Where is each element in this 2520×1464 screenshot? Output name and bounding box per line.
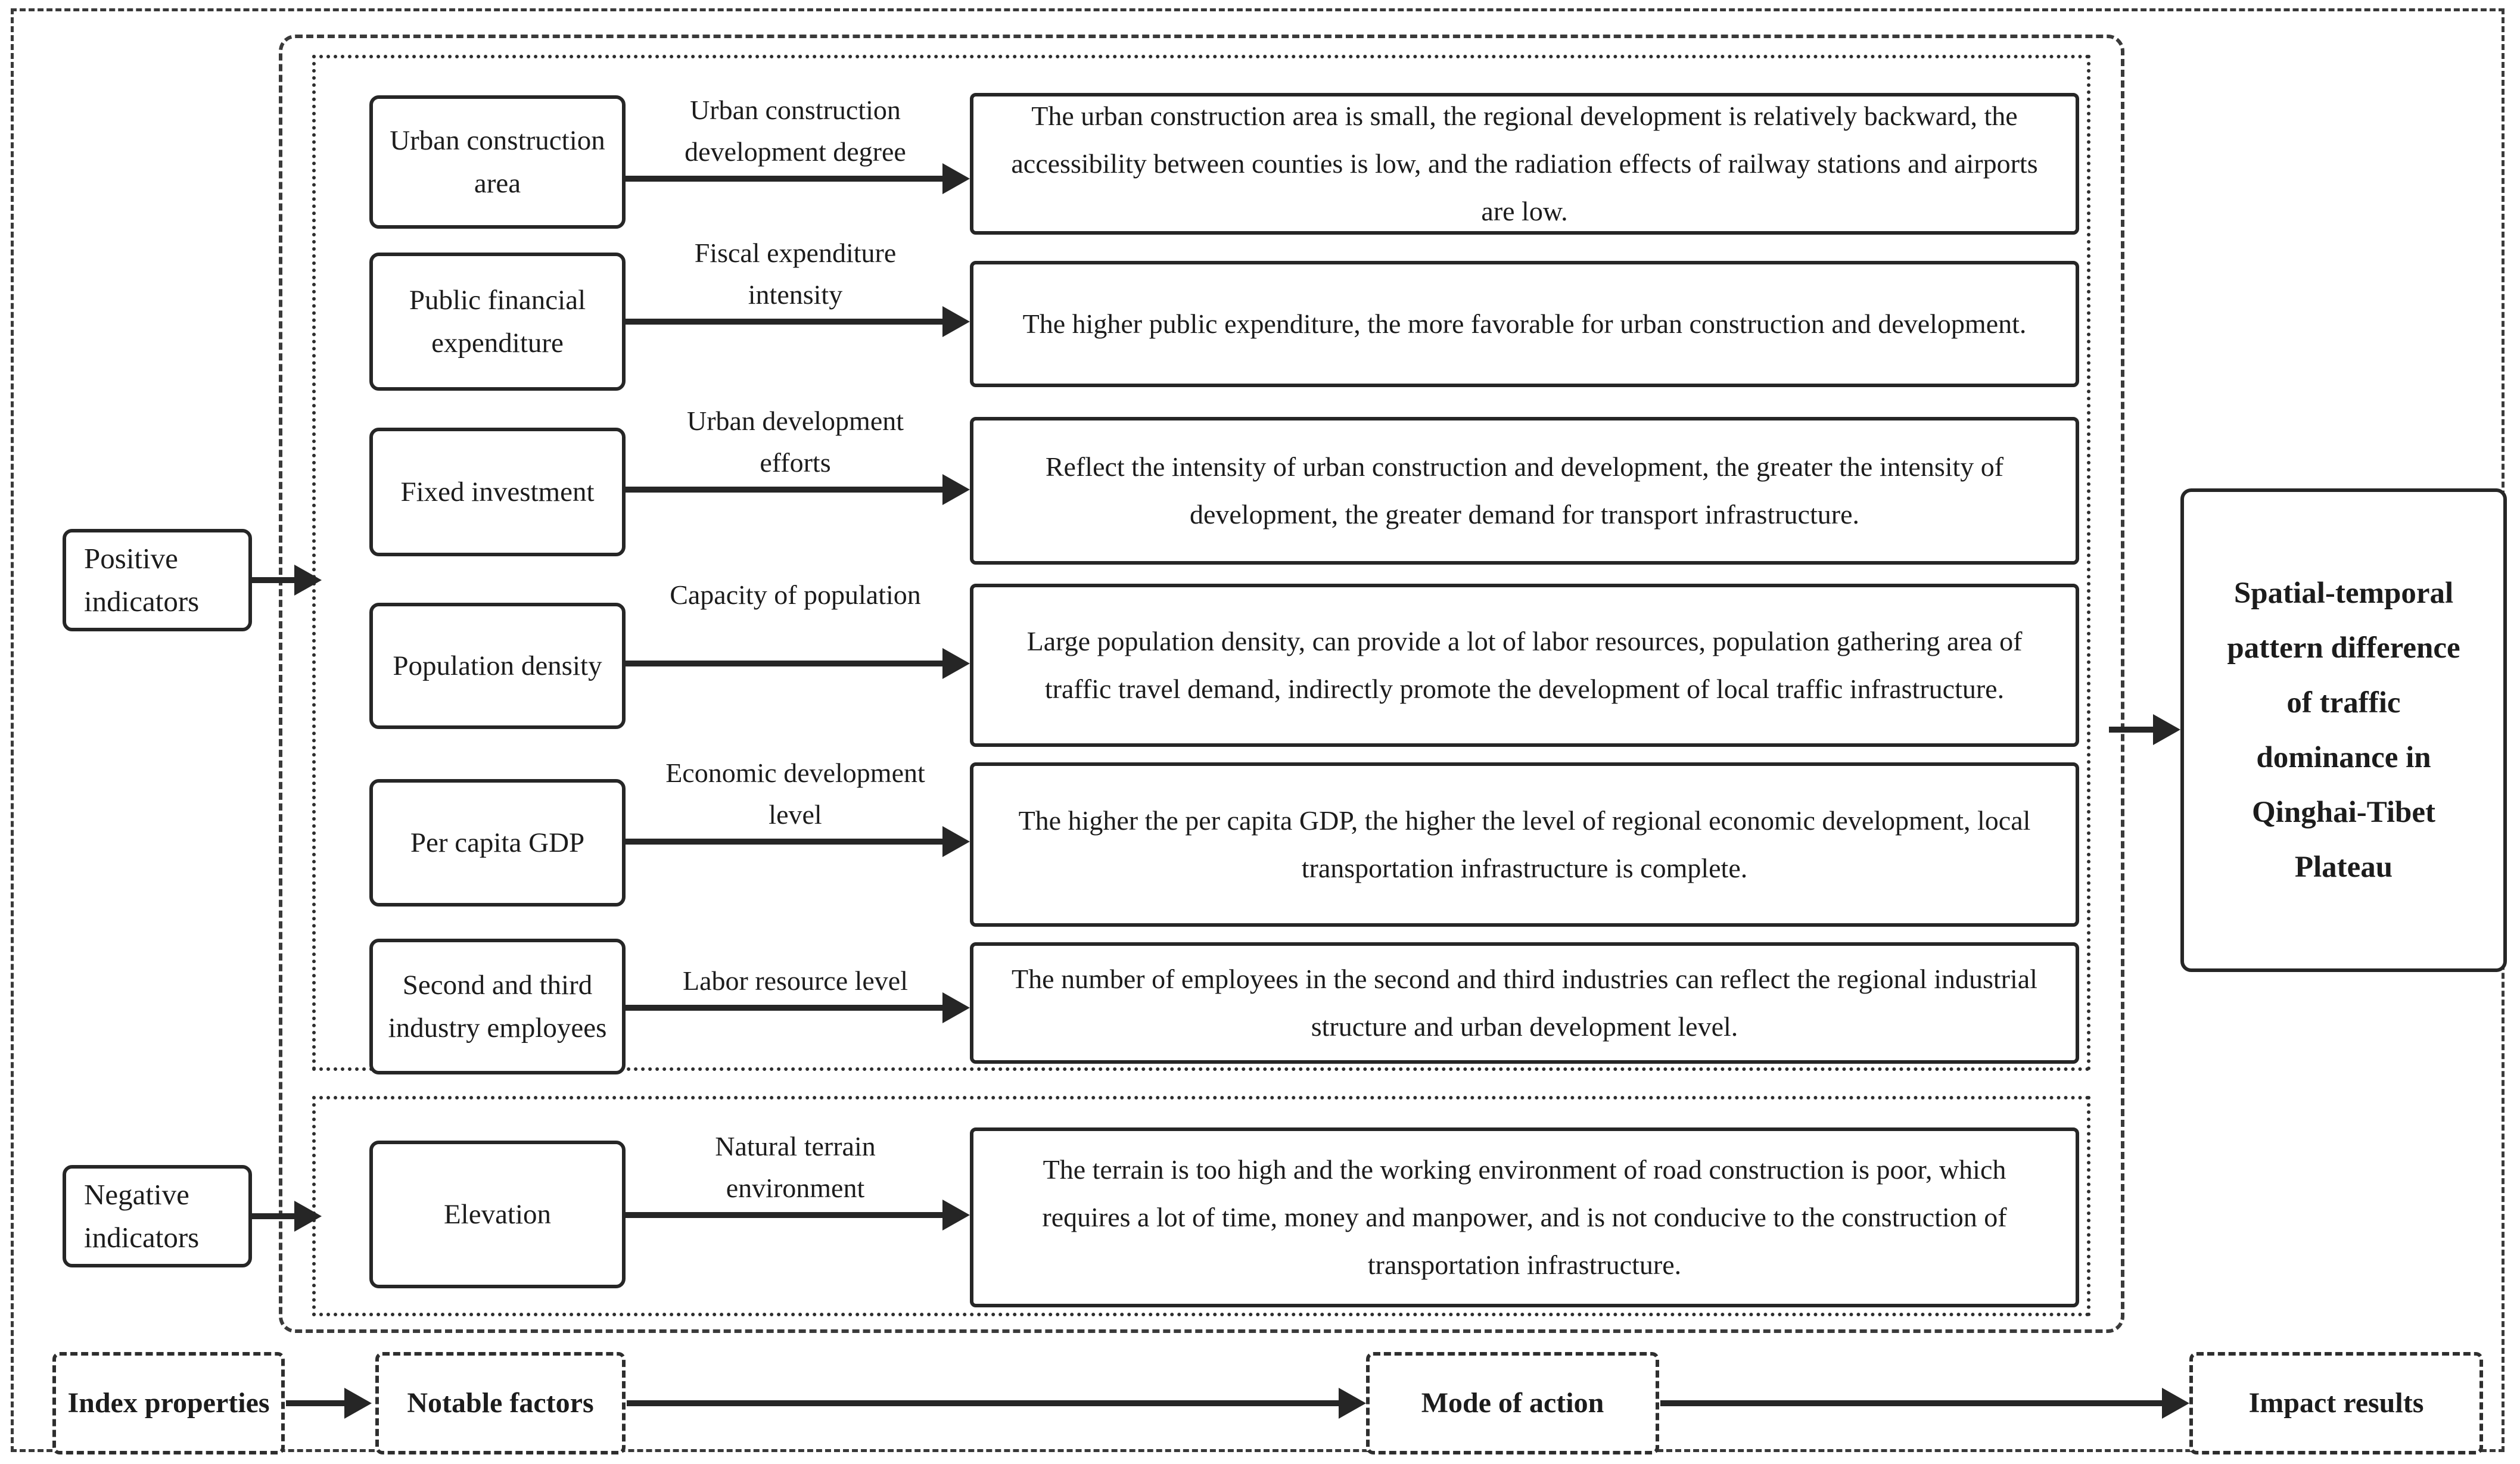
negative-indicators-box: Negative indicators <box>63 1165 252 1267</box>
description-text: Large population density, can provide a … <box>1026 626 2023 704</box>
legend-index-properties: Index properties <box>52 1352 285 1454</box>
legend-label: Impact results <box>2248 1387 2424 1419</box>
arrow-right-icon <box>626 487 942 493</box>
indicator-box-public-financial-expenditure: Public financial expenditure <box>369 253 626 391</box>
positive-indicators-dotted-frame <box>312 55 2090 1071</box>
legend-notable-factors: Notable factors <box>375 1352 626 1454</box>
indicator-label: Per capita GDP <box>410 827 585 858</box>
description-text: The higher public expenditure, the more … <box>1022 309 2027 339</box>
indicator-label: Fixed investment <box>400 476 595 507</box>
arrow-right-icon <box>252 1213 294 1219</box>
arrow-right-icon <box>627 1400 1339 1406</box>
indicator-box-second-third-industry-employees: Second and third industry employees <box>369 939 626 1074</box>
mode-label: Fiscal expenditure intensity <box>694 238 897 310</box>
arrow-right-icon <box>626 1212 942 1218</box>
legend-impact-results: Impact results <box>2189 1352 2483 1454</box>
legend-label: Index properties <box>67 1387 270 1419</box>
mode-label: Capacity of population <box>670 580 921 610</box>
legend-mode-of-action: Mode of action <box>1366 1352 1659 1454</box>
positive-indicators-label: Positive indicators <box>84 542 200 618</box>
indicator-label: Urban construction area <box>390 125 605 199</box>
indicator-box-fixed-investment: Fixed investment <box>369 428 626 556</box>
indicator-box-urban-construction-area: Urban construction area <box>369 95 626 229</box>
indicator-box-elevation: Elevation <box>369 1141 626 1288</box>
description-text: The urban construction area is small, th… <box>1011 101 2038 226</box>
arrow-right-icon <box>1660 1400 2162 1406</box>
description-text: The number of employees in the second an… <box>1012 964 2037 1042</box>
legend-label: Mode of action <box>1421 1387 1604 1419</box>
description-text: The terrain is too high and the working … <box>1042 1154 2007 1280</box>
indicator-label: Population density <box>393 650 602 681</box>
description-text: The higher the per capita GDP, the highe… <box>1018 805 2031 883</box>
arrow-right-icon <box>252 577 294 583</box>
arrow-right-icon <box>286 1400 344 1406</box>
mode-label: Urban construction development degree <box>685 95 906 167</box>
indicator-box-population-density: Population density <box>369 603 626 729</box>
indicator-label: Second and third industry employees <box>388 970 607 1044</box>
indicator-label: Elevation <box>443 1199 552 1230</box>
outcome-box: Spatial-temporal pattern difference of t… <box>2180 488 2507 972</box>
mode-label: Economic development level <box>665 758 925 830</box>
description-box: The number of employees in the second an… <box>970 942 2079 1064</box>
arrow-right-icon <box>626 176 942 182</box>
description-text: Reflect the intensity of urban construct… <box>1045 451 2004 529</box>
indicator-box-per-capita-gdp: Per capita GDP <box>369 779 626 907</box>
negative-indicators-label: Negative indicators <box>84 1178 200 1254</box>
description-box: Large population density, can provide a … <box>970 584 2079 747</box>
arrow-right-icon <box>626 319 942 325</box>
description-box: The higher the per capita GDP, the highe… <box>970 762 2079 927</box>
description-box: Reflect the intensity of urban construct… <box>970 417 2079 565</box>
indicator-label: Public financial expenditure <box>409 285 586 359</box>
arrow-right-icon <box>2109 727 2153 733</box>
description-box: The urban construction area is small, th… <box>970 93 2079 235</box>
mode-label: Labor resource level <box>682 965 909 996</box>
arrow-right-icon <box>626 1005 942 1011</box>
mode-label: Urban development efforts <box>686 406 904 478</box>
notable-factors-dashed-frame <box>279 35 2124 1333</box>
arrow-right-icon <box>626 839 942 845</box>
legend-label: Notable factors <box>407 1387 594 1419</box>
description-box: The terrain is too high and the working … <box>970 1127 2079 1307</box>
arrow-right-icon <box>626 661 942 666</box>
mode-label: Natural terrain environment <box>715 1131 876 1203</box>
outcome-title: Spatial-temporal pattern difference of t… <box>2227 577 2460 884</box>
description-box: The higher public expenditure, the more … <box>970 261 2079 387</box>
positive-indicators-box: Positive indicators <box>63 529 252 631</box>
